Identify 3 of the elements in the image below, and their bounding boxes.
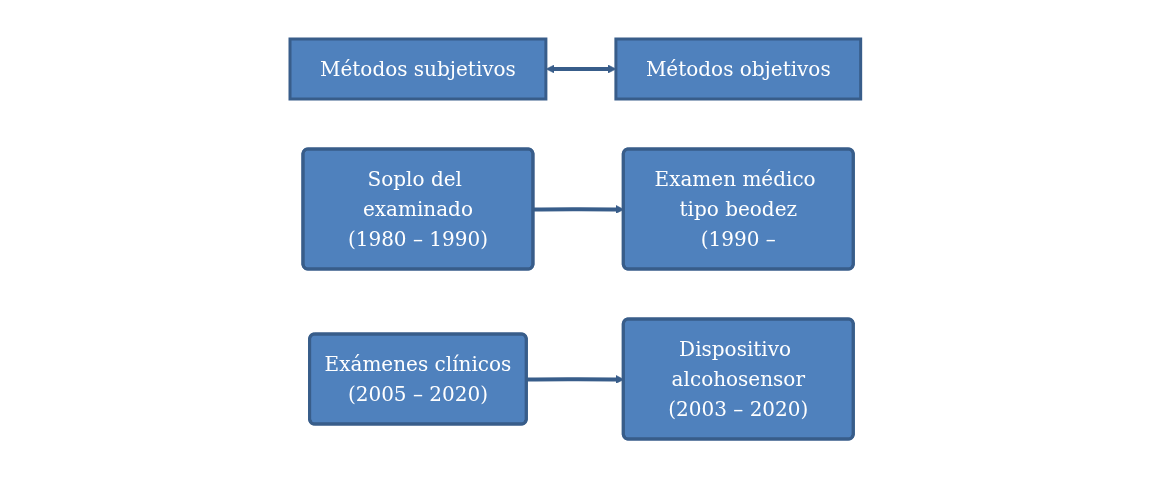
node-box: Métodos objetivos — [614, 37, 863, 101]
node-box: Métodos subjetivos — [288, 37, 548, 101]
arrow — [546, 64, 617, 74]
